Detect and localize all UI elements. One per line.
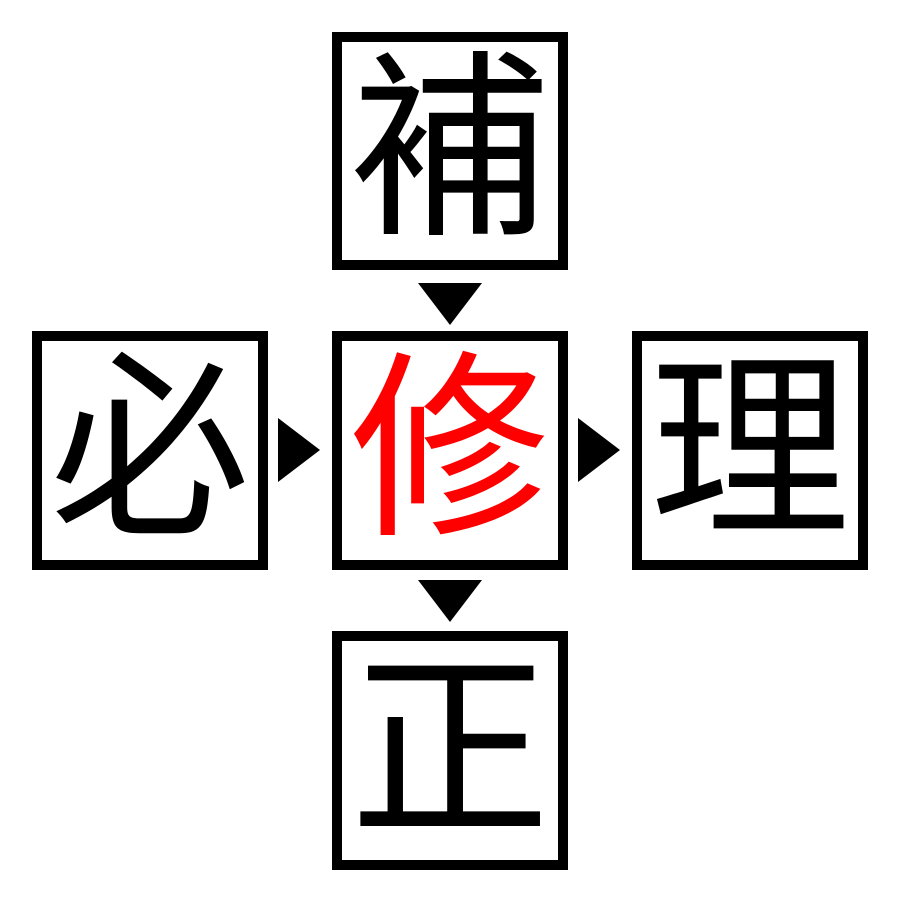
kanji-glyph-center-answer: 修 (349, 333, 550, 567)
kanji-cell-bottom[interactable]: 正 (332, 631, 568, 870)
arrow-down-icon-center-to-bottom (418, 580, 482, 622)
arrow-right-icon-center-to-right (578, 418, 620, 482)
arrow-down-icon-top-to-center (418, 283, 482, 325)
kanji-cell-left[interactable]: 必 (32, 331, 268, 570)
kanji-glyph-top: 補 (349, 34, 550, 267)
kanji-glyph-right: 理 (649, 333, 850, 567)
kanji-cell-center-answer[interactable]: 修 (332, 331, 568, 570)
arrow-right-icon-left-to-center (278, 418, 320, 482)
kanji-glyph-bottom: 正 (349, 633, 550, 867)
kanji-cell-right[interactable]: 理 (632, 331, 868, 570)
kanji-glyph-left: 必 (49, 333, 250, 567)
kanji-cell-top[interactable]: 補 (332, 32, 568, 270)
